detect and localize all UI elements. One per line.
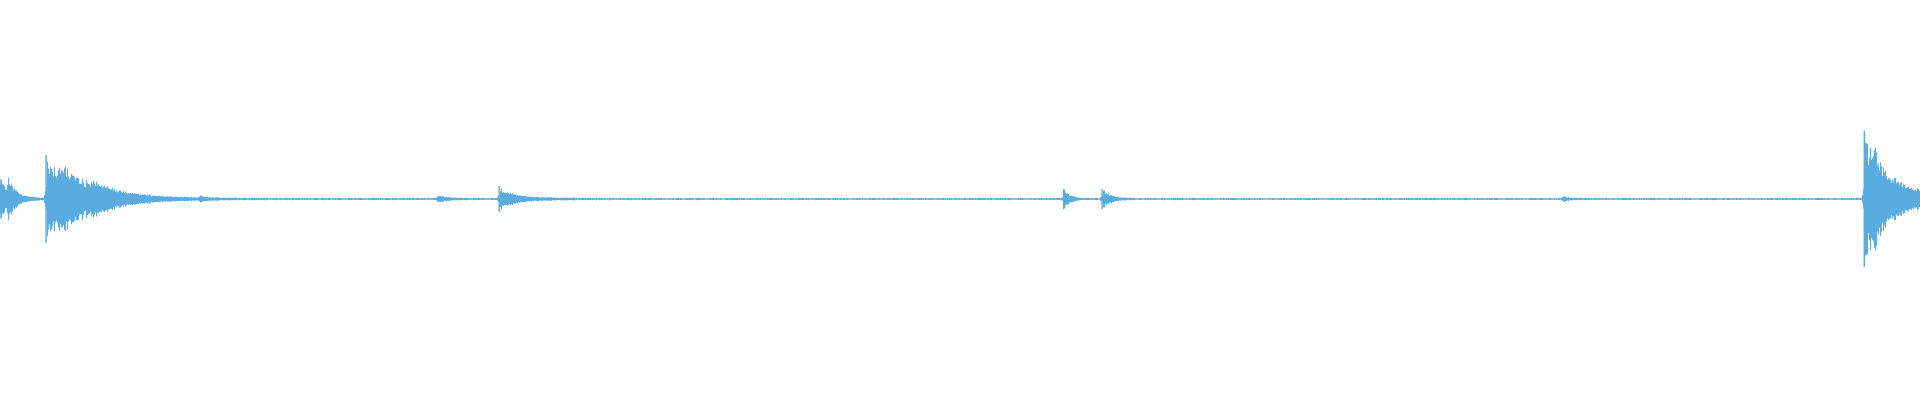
waveform-amplitude bbox=[0, 142, 1920, 256]
waveform-series bbox=[0, 131, 1920, 267]
